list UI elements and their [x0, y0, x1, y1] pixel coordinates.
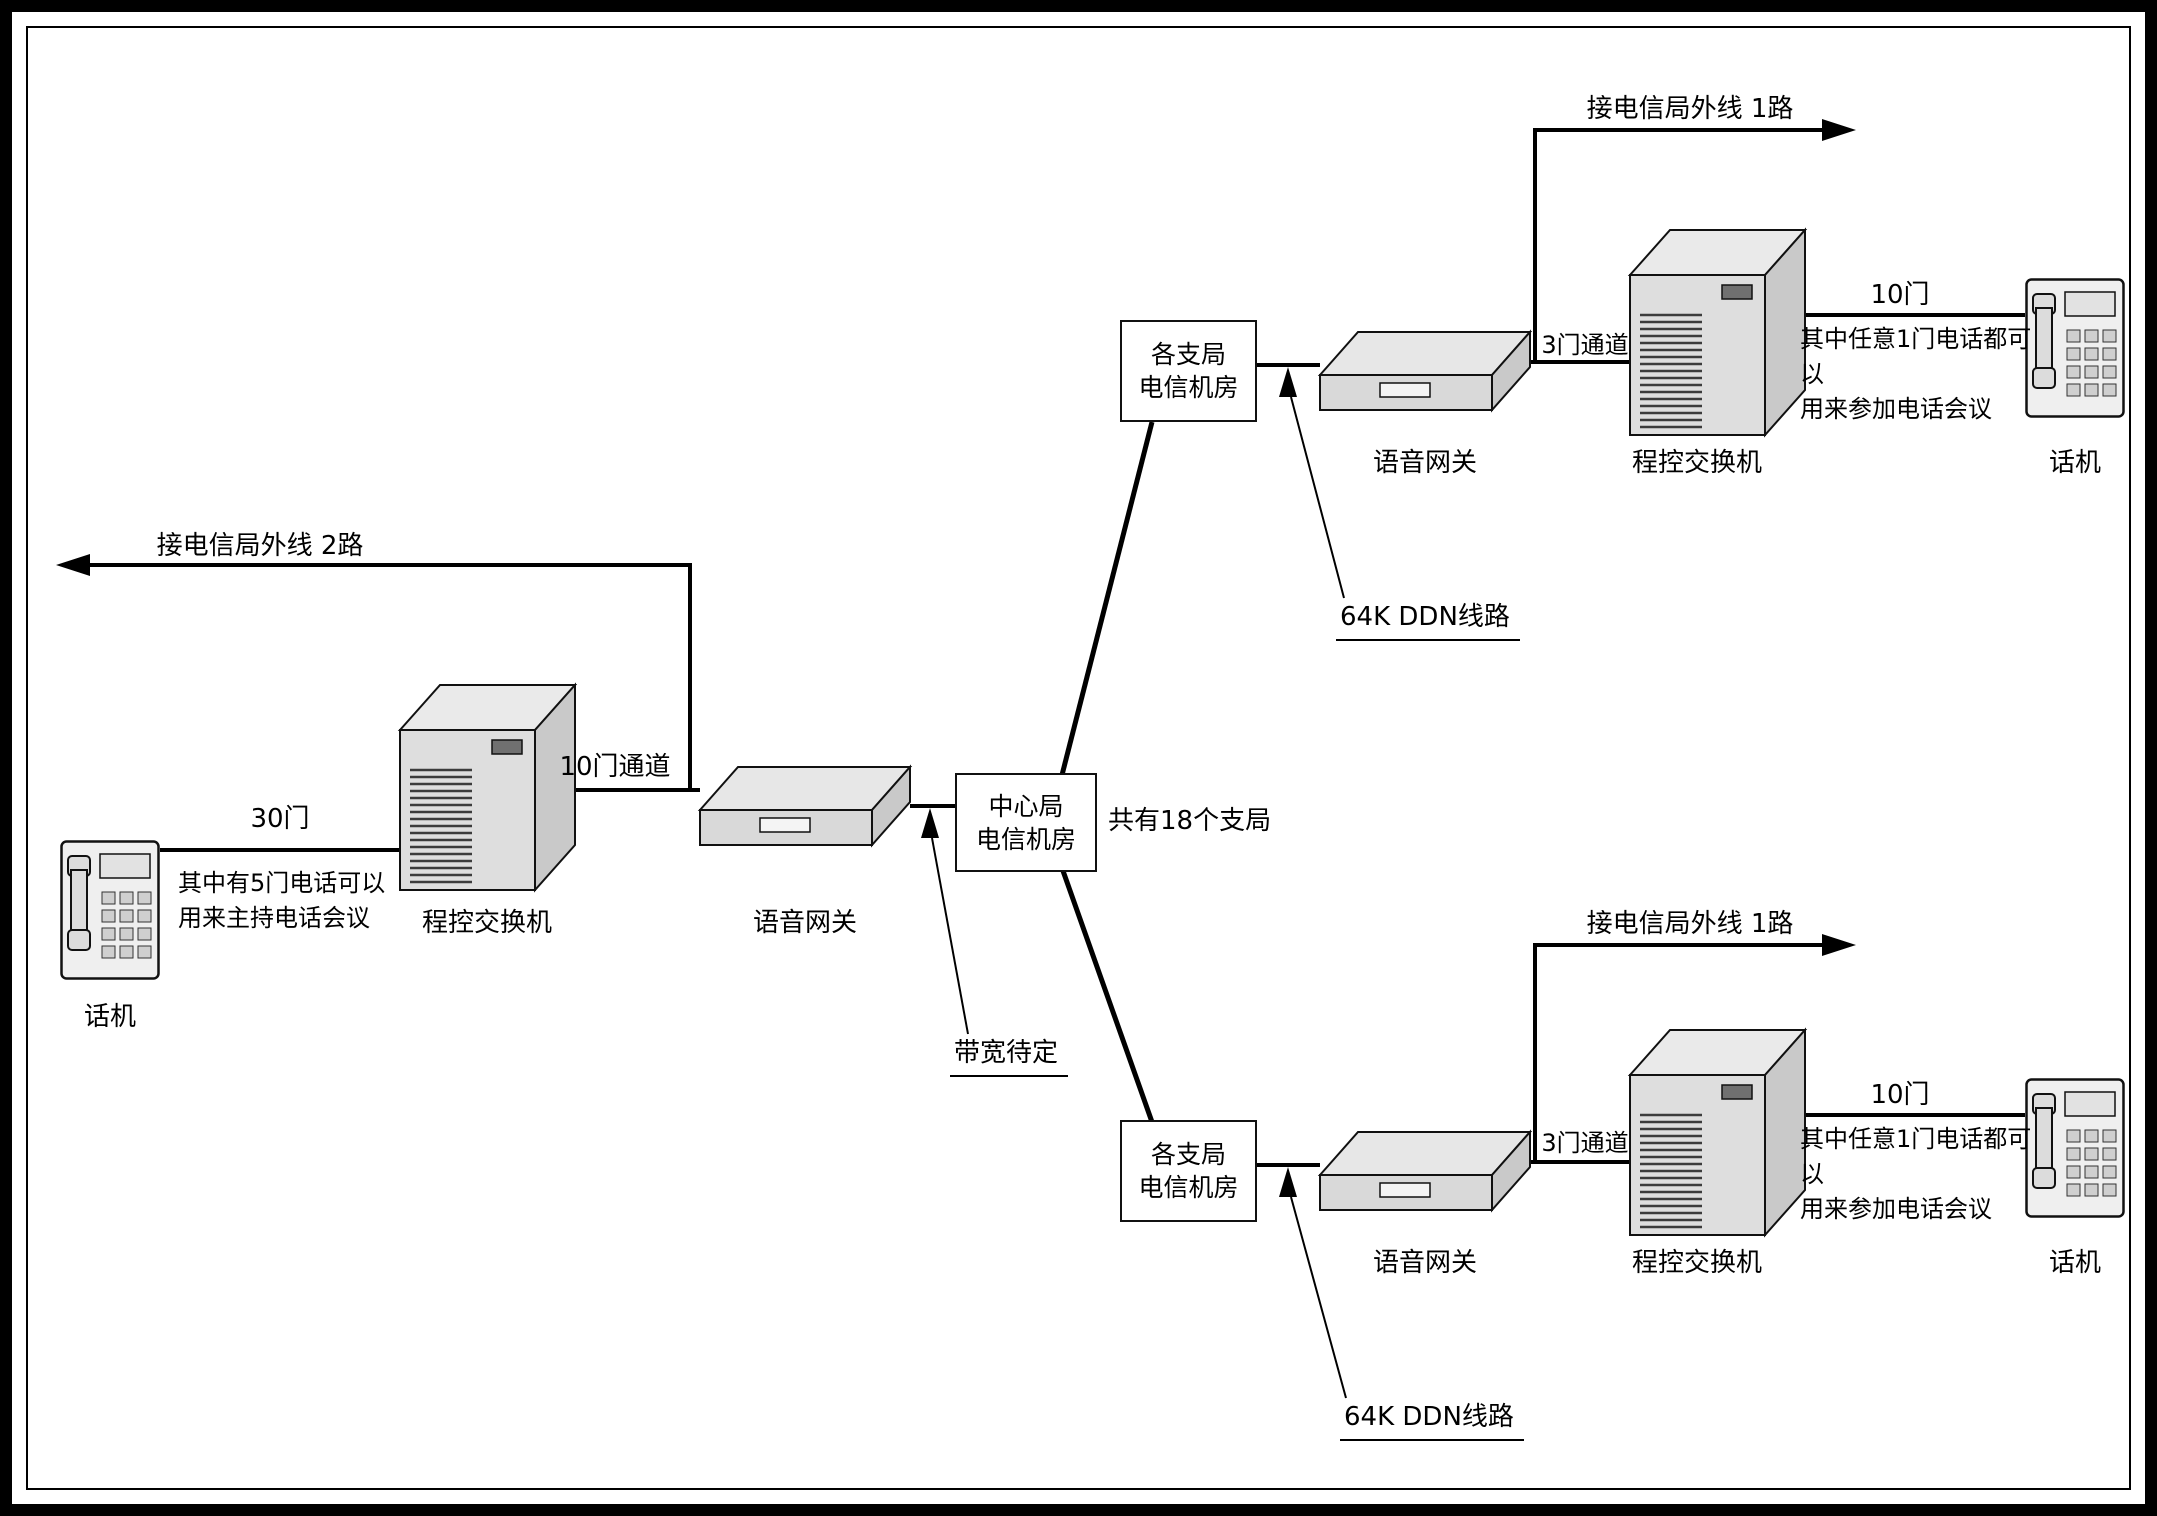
phone-label-left: 话机: [83, 1002, 136, 1032]
channel-label-left: 10门通道: [559, 752, 671, 782]
arrowhead-left-icon: [56, 554, 90, 576]
channel-label-bottom: 3门通道: [1541, 1129, 1629, 1157]
central-office-box: 中心局 电信机房: [955, 773, 1097, 872]
up-arrow-icon: [1279, 1167, 1297, 1197]
branches-total-note: 共有18个支局: [1108, 806, 1272, 836]
arrowhead-bottom-icon: [1822, 934, 1856, 956]
gateway-label-bottom: 语音网关: [1372, 1248, 1477, 1278]
gateway-label-left: 语音网关: [752, 908, 857, 938]
ddn-bottom-annotation-pointer: [1279, 1167, 1347, 1399]
connection-lines: [88, 128, 2025, 1167]
inner-frame: [26, 26, 2131, 1490]
arrowhead-top-icon: [1822, 119, 1856, 141]
outside-line-label-left: 接电信局外线 2路: [156, 531, 364, 561]
outside-line-left: [88, 563, 692, 790]
phone-note-bottom: 其中任意1门电话都可以 用来参加电话会议: [1800, 1125, 2032, 1223]
ports-label-left: 30门: [250, 804, 310, 834]
leader-line: [1290, 1196, 1347, 1399]
ddn-top-annotation-pointer: [1279, 367, 1345, 599]
bandwidth-annotation-pointer: [921, 808, 969, 1035]
pbx-label-bottom: 程控交换机: [1631, 1248, 1762, 1278]
diagonal-to-bottom-branch: [1059, 867, 1155, 1123]
up-arrow-icon: [1279, 367, 1297, 397]
outside-line-label-bottom: 接电信局外线 1路: [1586, 909, 1794, 939]
up-arrow-icon: [921, 808, 939, 838]
outside-line-top: [1533, 128, 1824, 362]
phone-label-bottom: 话机: [2048, 1248, 2101, 1278]
branch-office-box-bottom: 各支局 电信机房: [1120, 1120, 1257, 1222]
ddn-label-top: 64K DDN线路: [1336, 596, 1520, 641]
branch-office-box-top: 各支局 电信机房: [1120, 320, 1257, 422]
leader-line: [1290, 396, 1345, 599]
outside-line-bottom: [1533, 943, 1824, 1162]
phone-note-top: 其中任意1门电话都可以 用来参加电话会议: [1800, 325, 2032, 423]
bandwidth-note: 带宽待定: [950, 1032, 1069, 1077]
pbx-label-left: 程控交换机: [421, 908, 552, 938]
ddn-label-bottom: 64K DDN线路: [1340, 1396, 1524, 1441]
diagonal-to-top-branch: [1059, 421, 1155, 776]
pbx-label-top: 程控交换机: [1631, 448, 1762, 478]
branch-diagonals: [1059, 421, 1155, 1123]
phone-note-left: 其中有5门电话可以 用来主持电话会议: [178, 869, 386, 932]
outside-line-label-top: 接电信局外线 1路: [1586, 94, 1794, 124]
gateway-label-top: 语音网关: [1372, 448, 1477, 478]
phone-label-top: 话机: [2048, 448, 2101, 478]
channel-label-top: 3门通道: [1541, 331, 1629, 359]
ports-label-bottom: 10门: [1870, 1080, 1930, 1110]
leader-line: [931, 837, 969, 1035]
ports-label-top: 10门: [1870, 280, 1930, 310]
